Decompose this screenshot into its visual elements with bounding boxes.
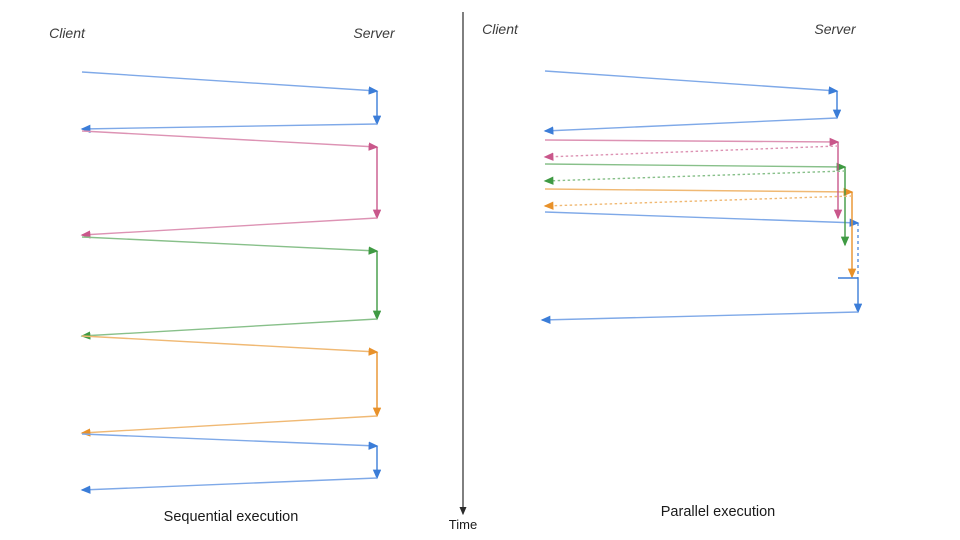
request-arrow-update3	[81, 335, 379, 356]
request-arrow-begin	[81, 71, 379, 95]
ack-arrow-update1	[543, 145, 839, 161]
client-actor-label: Client	[49, 25, 86, 41]
response-arrow-update3	[80, 415, 378, 437]
server-actor-label: Server	[814, 21, 857, 37]
ack-arrow-update2	[543, 170, 846, 185]
panel-caption: Parallel execution	[661, 504, 775, 520]
time-axis-label: Time	[449, 517, 477, 532]
request-arrow-update1	[81, 130, 379, 151]
response-arrow-begin	[80, 123, 378, 134]
request-arrow-update2	[81, 236, 379, 255]
panel-caption: Sequential execution	[164, 509, 299, 525]
diagram-geometry	[80, 12, 863, 516]
response-arrow-update1	[80, 217, 378, 239]
request-arrow-update1	[544, 137, 840, 147]
response-arrow-begin	[543, 117, 838, 135]
response-arrow-commit	[80, 477, 378, 494]
request-arrow-update3	[544, 187, 854, 197]
ack-arrow-update3	[543, 195, 853, 210]
client-actor-label: Client	[482, 21, 519, 37]
request-arrow-update2	[544, 162, 847, 172]
request-arrow-commit	[81, 433, 379, 450]
response-arrow-commit	[540, 311, 859, 324]
request-arrow-begin	[544, 70, 839, 95]
response-arrow-update2	[80, 318, 378, 340]
request-arrow-commit	[544, 211, 860, 227]
server-actor-label: Server	[353, 25, 396, 41]
